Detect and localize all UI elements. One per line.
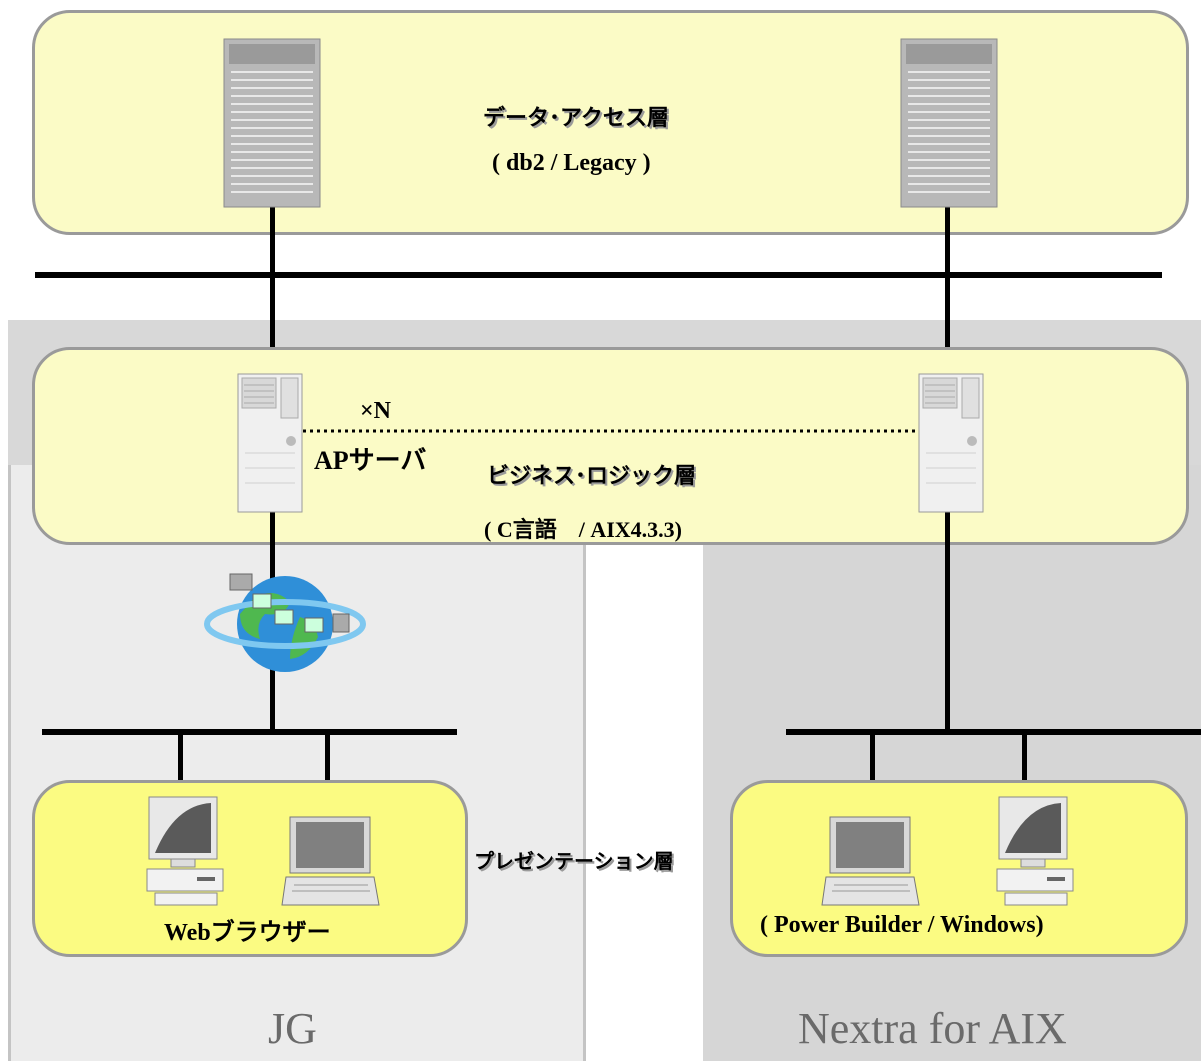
data-access-layer-title: データ･アクセス層 xyxy=(483,106,669,131)
server-tower-icon xyxy=(900,38,998,208)
ap-server-label: APサーバ xyxy=(314,446,427,475)
power-builder-label: ( Power Builder / Windows) xyxy=(760,912,1044,938)
laptop-pc-icon xyxy=(821,816,920,906)
system-label-nextra: Nextra for AIX xyxy=(798,1004,1067,1053)
connector-right-ap xyxy=(945,500,950,732)
ap-server-icon xyxy=(237,373,303,513)
presentation-box-left xyxy=(32,780,468,957)
connector-right-db xyxy=(945,205,950,375)
server-tower-icon xyxy=(223,38,321,208)
desktop-pc-icon xyxy=(996,796,1074,906)
multiplier-label: ×N xyxy=(360,398,392,424)
jg-panel xyxy=(8,465,586,1061)
data-access-layer-subtitle: ( db2 / Legacy ) xyxy=(492,150,651,176)
lan-left-drop-1 xyxy=(178,732,183,810)
lan-right-drop-2 xyxy=(1022,732,1027,810)
connector-left-db xyxy=(270,205,275,375)
desktop-pc-icon xyxy=(146,796,224,906)
lan-left-drop-2 xyxy=(325,732,330,822)
internet-globe-icon xyxy=(204,573,366,672)
web-browser-label: Webブラウザー xyxy=(164,920,331,946)
business-logic-layer-subtitle: ( C言語 / AIX4.3.3) xyxy=(484,517,682,542)
business-logic-layer-box xyxy=(32,347,1189,545)
lan-right xyxy=(786,729,1201,735)
business-logic-layer-title: ビジネス･ロジック層 xyxy=(487,464,697,489)
system-label-jg: JG xyxy=(268,1004,317,1053)
laptop-pc-icon xyxy=(281,816,380,906)
ap-server-cluster-link xyxy=(303,429,918,433)
nextra-panel xyxy=(703,465,1201,1061)
presentation-layer-title: プレゼンテーション層 xyxy=(474,849,674,873)
presentation-box-right xyxy=(730,780,1188,957)
lan-left xyxy=(42,729,457,735)
network-backbone xyxy=(35,272,1162,278)
lan-right-drop-1 xyxy=(870,732,875,822)
ap-server-icon xyxy=(918,373,984,513)
